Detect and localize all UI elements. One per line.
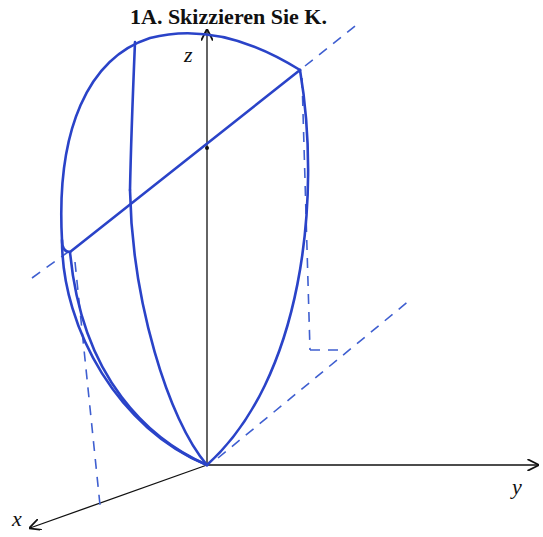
- axis-label: y: [512, 474, 522, 500]
- solid-k: [61, 33, 308, 465]
- axis-label: x: [12, 506, 22, 532]
- task-heading: 1A. Skizzieren Sie K.: [130, 4, 327, 30]
- construction-lines: [32, 22, 410, 505]
- axis-label: z: [184, 42, 193, 68]
- axes: [30, 30, 538, 528]
